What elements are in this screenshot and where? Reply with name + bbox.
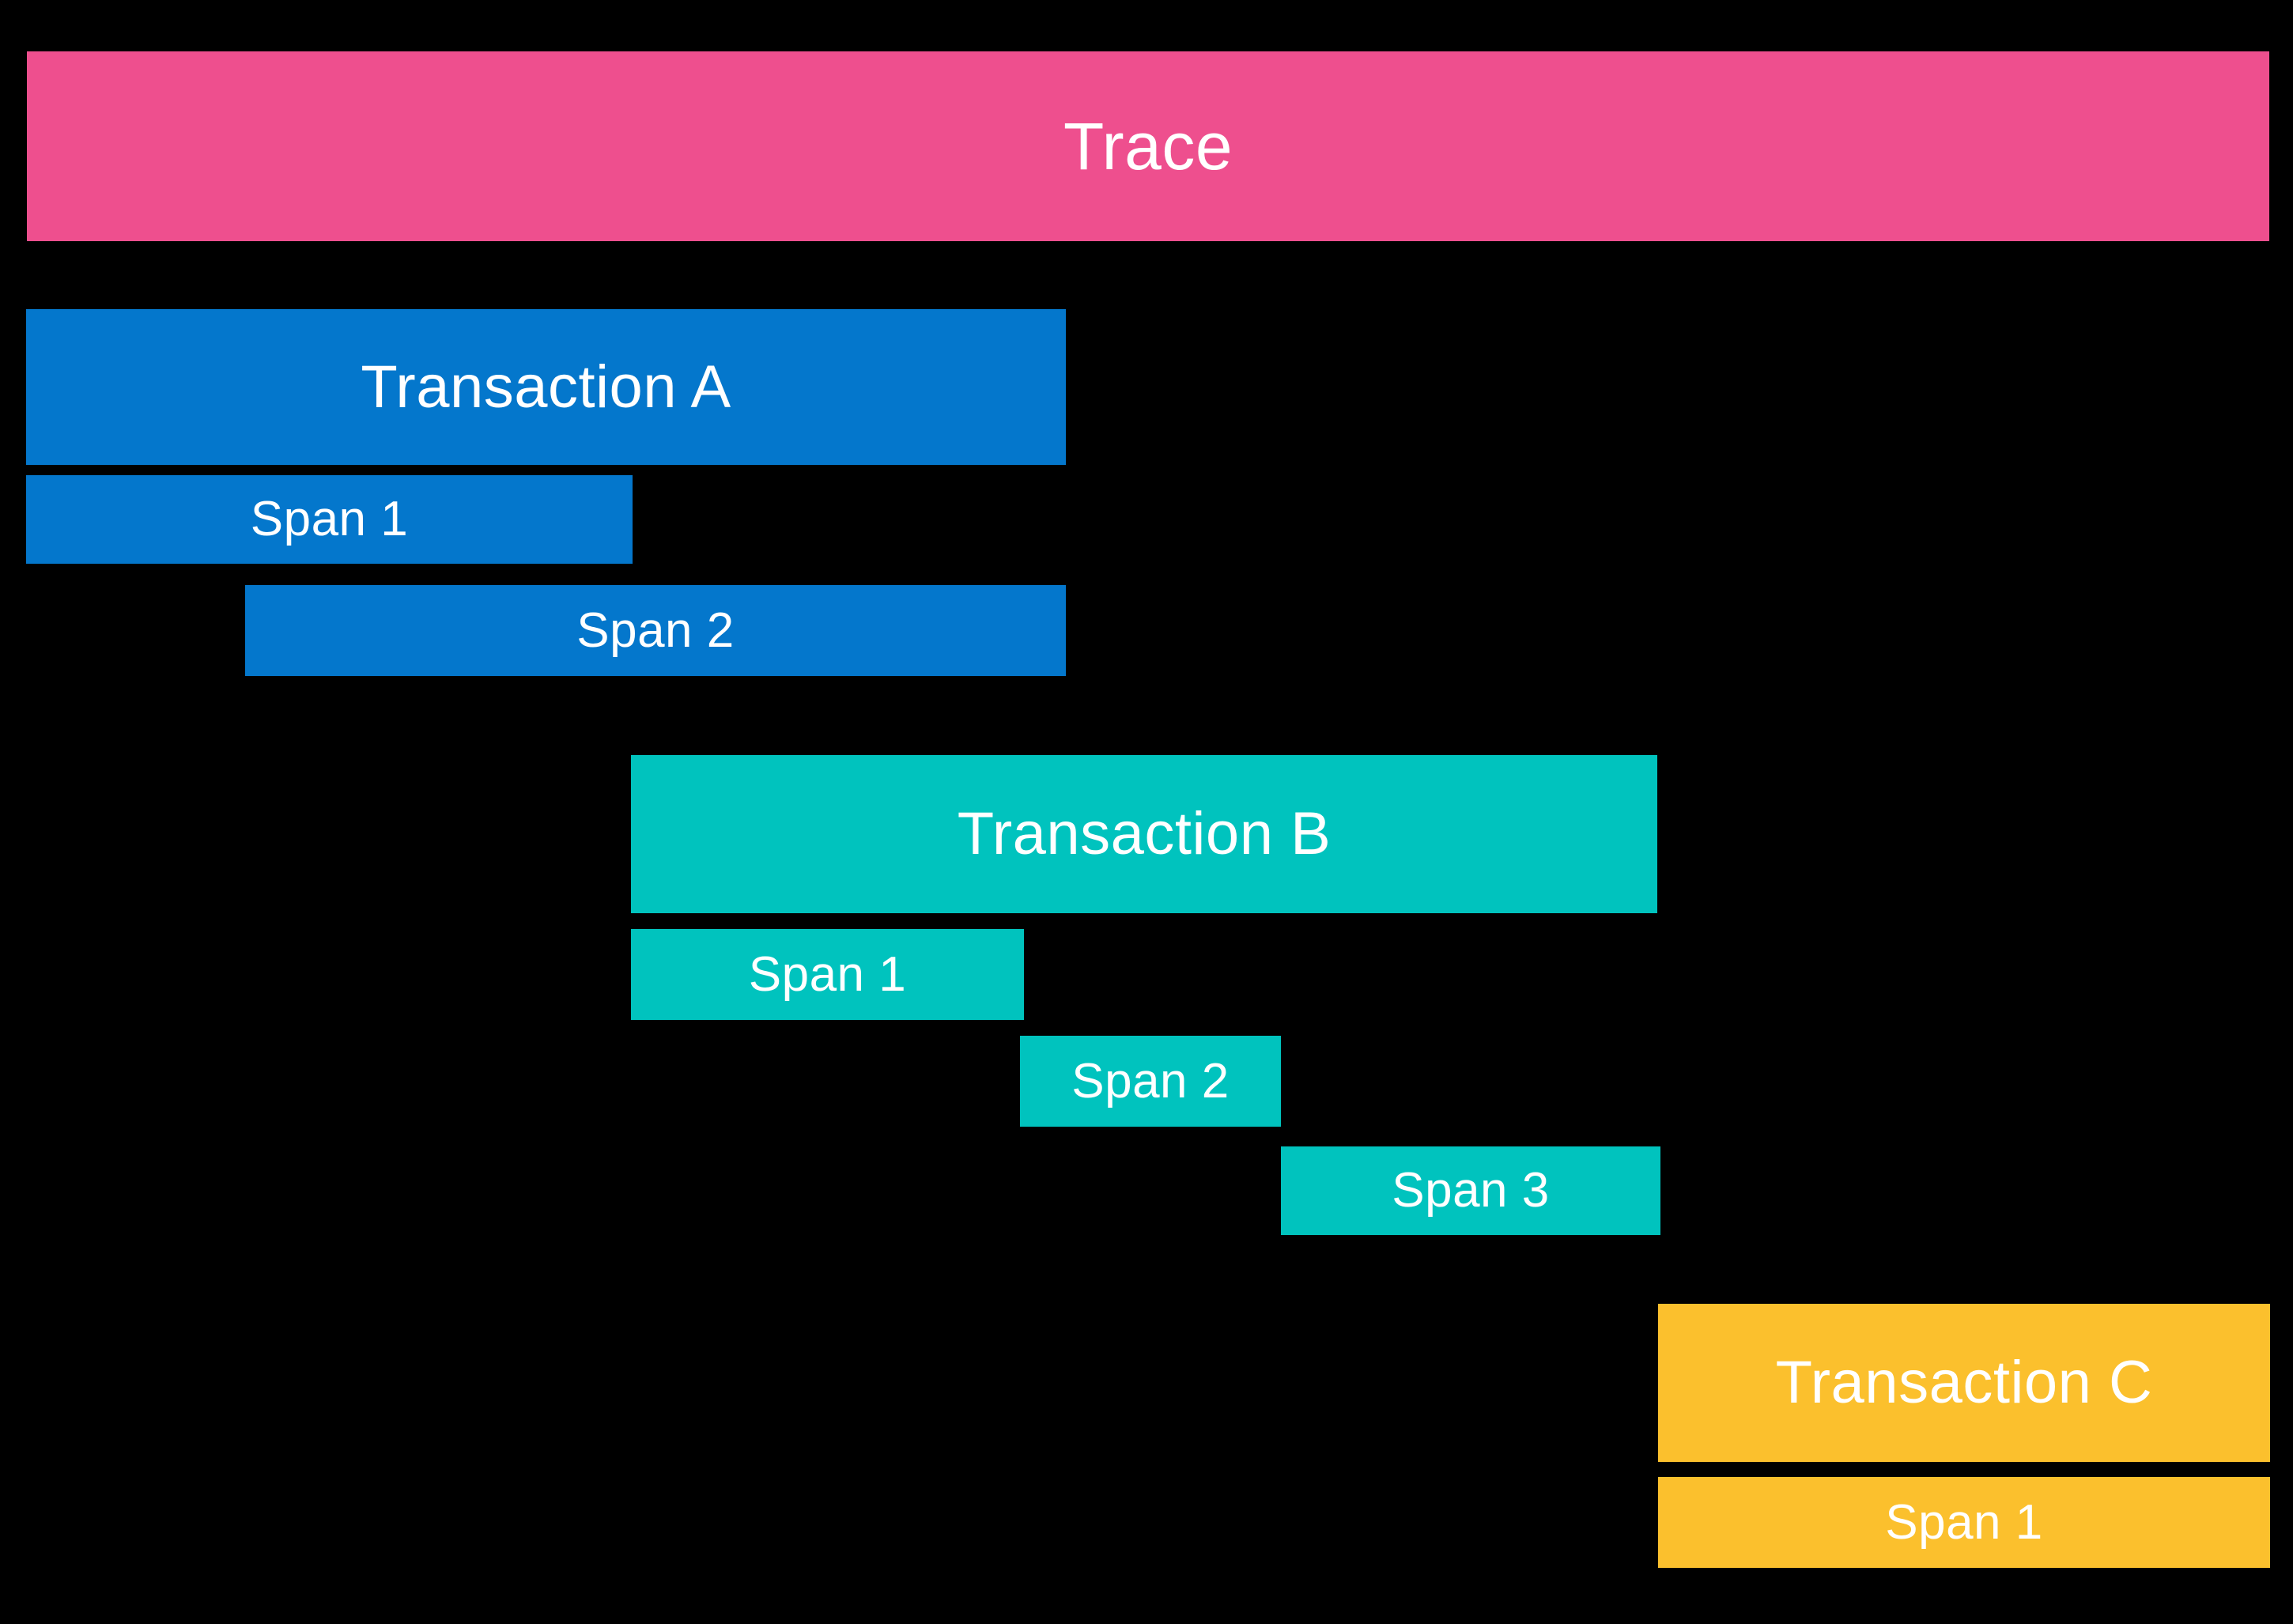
transaction-a-bar[interactable]: Transaction A [26, 309, 1066, 465]
transaction-b-bar[interactable]: Transaction B [631, 755, 1657, 913]
transaction-b-span-3-label: Span 3 [1392, 1163, 1550, 1218]
transaction-c-bar[interactable]: Transaction C [1658, 1304, 2270, 1462]
transaction-c-span-1-bar[interactable]: Span 1 [1658, 1477, 2270, 1568]
trace-bar[interactable]: Trace [27, 51, 2269, 241]
transaction-b-label: Transaction B [957, 800, 1332, 867]
trace-label: Trace [1063, 109, 1233, 183]
transaction-a-span-2-label: Span 2 [576, 602, 735, 658]
transaction-a-span-2-bar[interactable]: Span 2 [245, 585, 1066, 676]
transaction-c-label: Transaction C [1775, 1349, 2153, 1416]
transaction-a-label: Transaction A [361, 353, 731, 421]
transaction-b-span-2-label: Span 2 [1071, 1053, 1230, 1108]
transaction-b-span-3-bar[interactable]: Span 3 [1281, 1146, 1660, 1235]
transaction-a-span-1-label: Span 1 [250, 492, 409, 546]
transaction-b-span-2-bar[interactable]: Span 2 [1020, 1036, 1281, 1127]
transaction-b-span-1-bar[interactable]: Span 1 [631, 929, 1024, 1020]
transaction-b-span-1-label: Span 1 [748, 946, 907, 1002]
transaction-c-span-1-label: Span 1 [1885, 1494, 2043, 1550]
transaction-a-span-1-bar[interactable]: Span 1 [26, 475, 633, 564]
